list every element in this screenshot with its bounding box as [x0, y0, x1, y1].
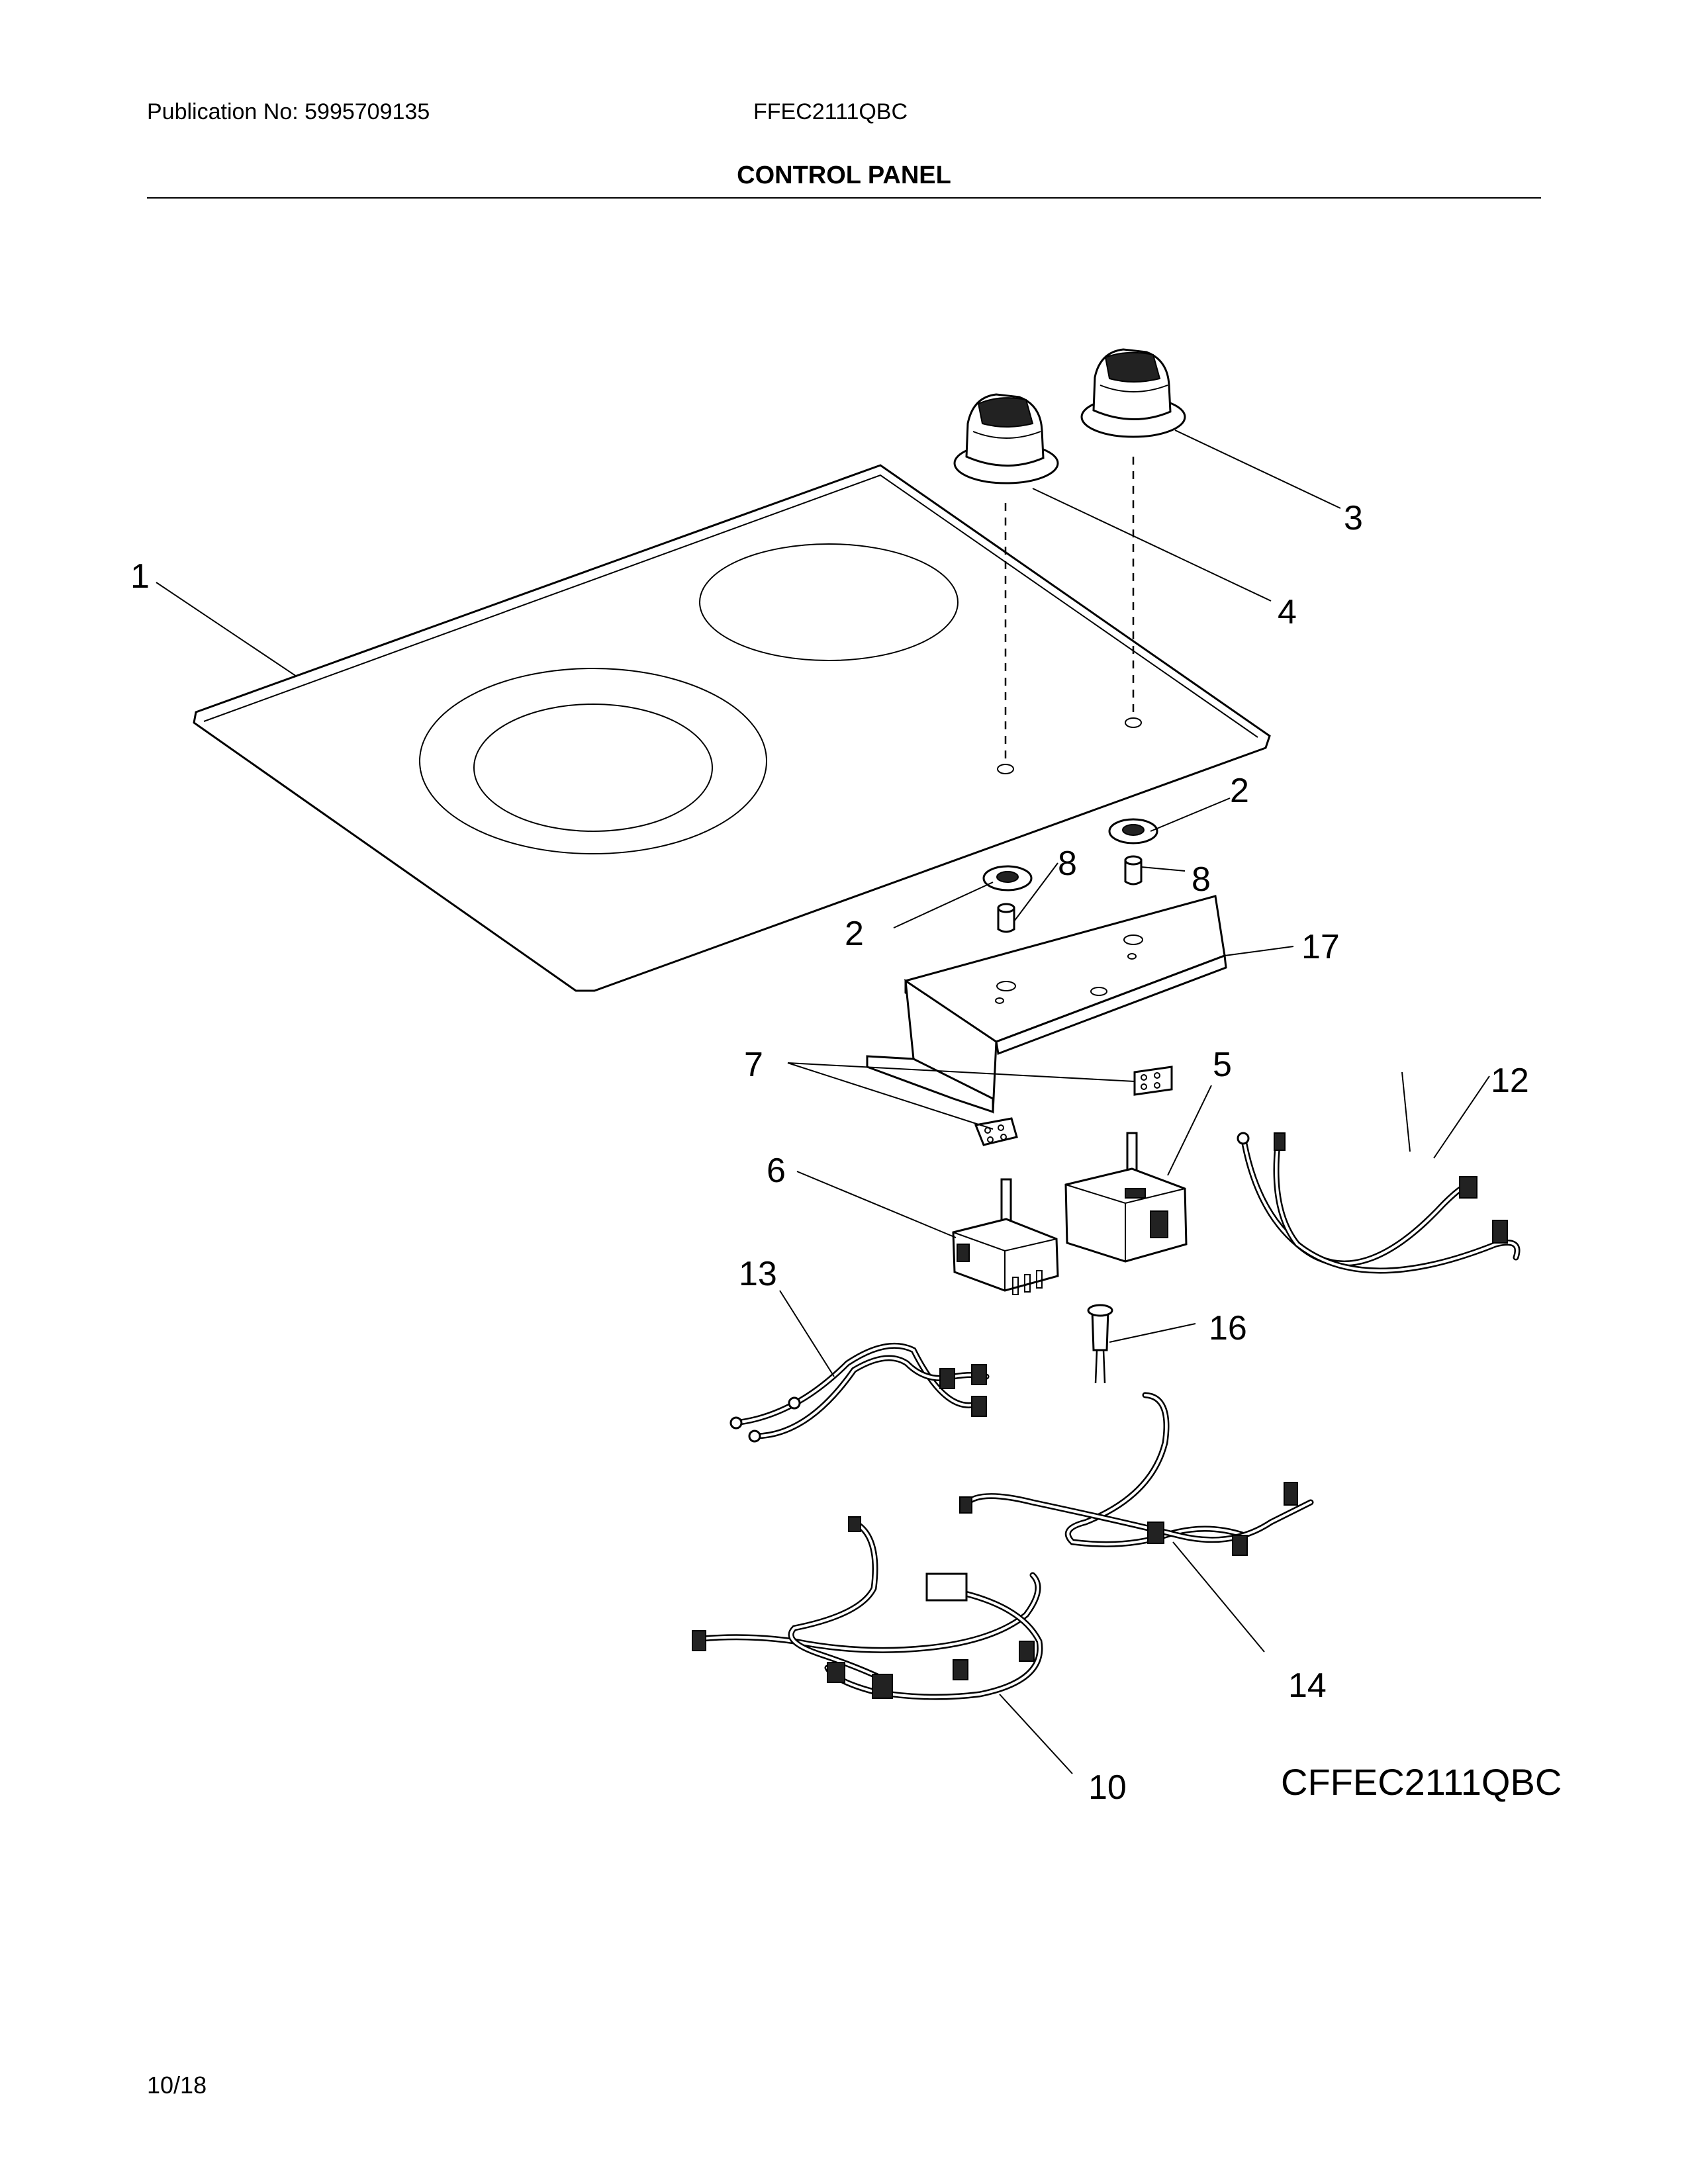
callout-13: 13 — [739, 1255, 777, 1293]
diagram-code: CFFEC2111QBC — [1281, 1761, 1562, 1803]
callout-7: 7 — [744, 1046, 763, 1084]
knob-front — [953, 393, 1059, 761]
wire-harness-14 — [959, 1392, 1314, 1556]
section-title: CONTROL PANEL — [737, 161, 951, 189]
callout-12: 12 — [1491, 1062, 1529, 1100]
callout-1: 1 — [130, 557, 150, 596]
callout-6: 6 — [767, 1152, 786, 1190]
wire-harness-10 — [692, 1516, 1043, 1700]
washer-right — [1108, 818, 1158, 844]
wire-harness-13 — [729, 1342, 990, 1443]
callout-2-right: 2 — [1230, 772, 1249, 810]
publication-number: Publication No: 5995709135 — [147, 99, 430, 124]
infinite-switch-small — [952, 1178, 1059, 1295]
callout-10: 10 — [1088, 1768, 1127, 1807]
leader-lines — [156, 430, 1490, 1774]
callout-8-right: 8 — [1192, 860, 1211, 899]
washer-left — [982, 865, 1033, 891]
cooktop-glass — [193, 464, 1271, 992]
control-bracket — [866, 895, 1227, 1114]
indicator-light — [1087, 1304, 1113, 1384]
spacer-left — [997, 903, 1015, 933]
knob-rear — [1080, 348, 1186, 715]
model-number: FFEC2111QBC — [753, 99, 908, 124]
callout-2-left: 2 — [845, 915, 864, 953]
callout-3: 3 — [1344, 499, 1363, 537]
infinite-switch-large — [1064, 1132, 1188, 1263]
callout-5: 5 — [1213, 1046, 1232, 1084]
wire-harness-12 — [1237, 1132, 1521, 1274]
callout-8-left: 8 — [1058, 844, 1077, 883]
footer-date: 10/18 — [147, 2071, 207, 2099]
spacer-right — [1124, 855, 1143, 886]
callout-4: 4 — [1278, 593, 1297, 631]
callout-14: 14 — [1288, 1666, 1327, 1705]
callout-16: 16 — [1209, 1309, 1247, 1347]
header-rule — [147, 197, 1541, 199]
insulator-pad-upper — [1133, 1066, 1173, 1096]
insulator-pad-lower — [974, 1117, 1018, 1146]
callout-17: 17 — [1301, 928, 1340, 966]
